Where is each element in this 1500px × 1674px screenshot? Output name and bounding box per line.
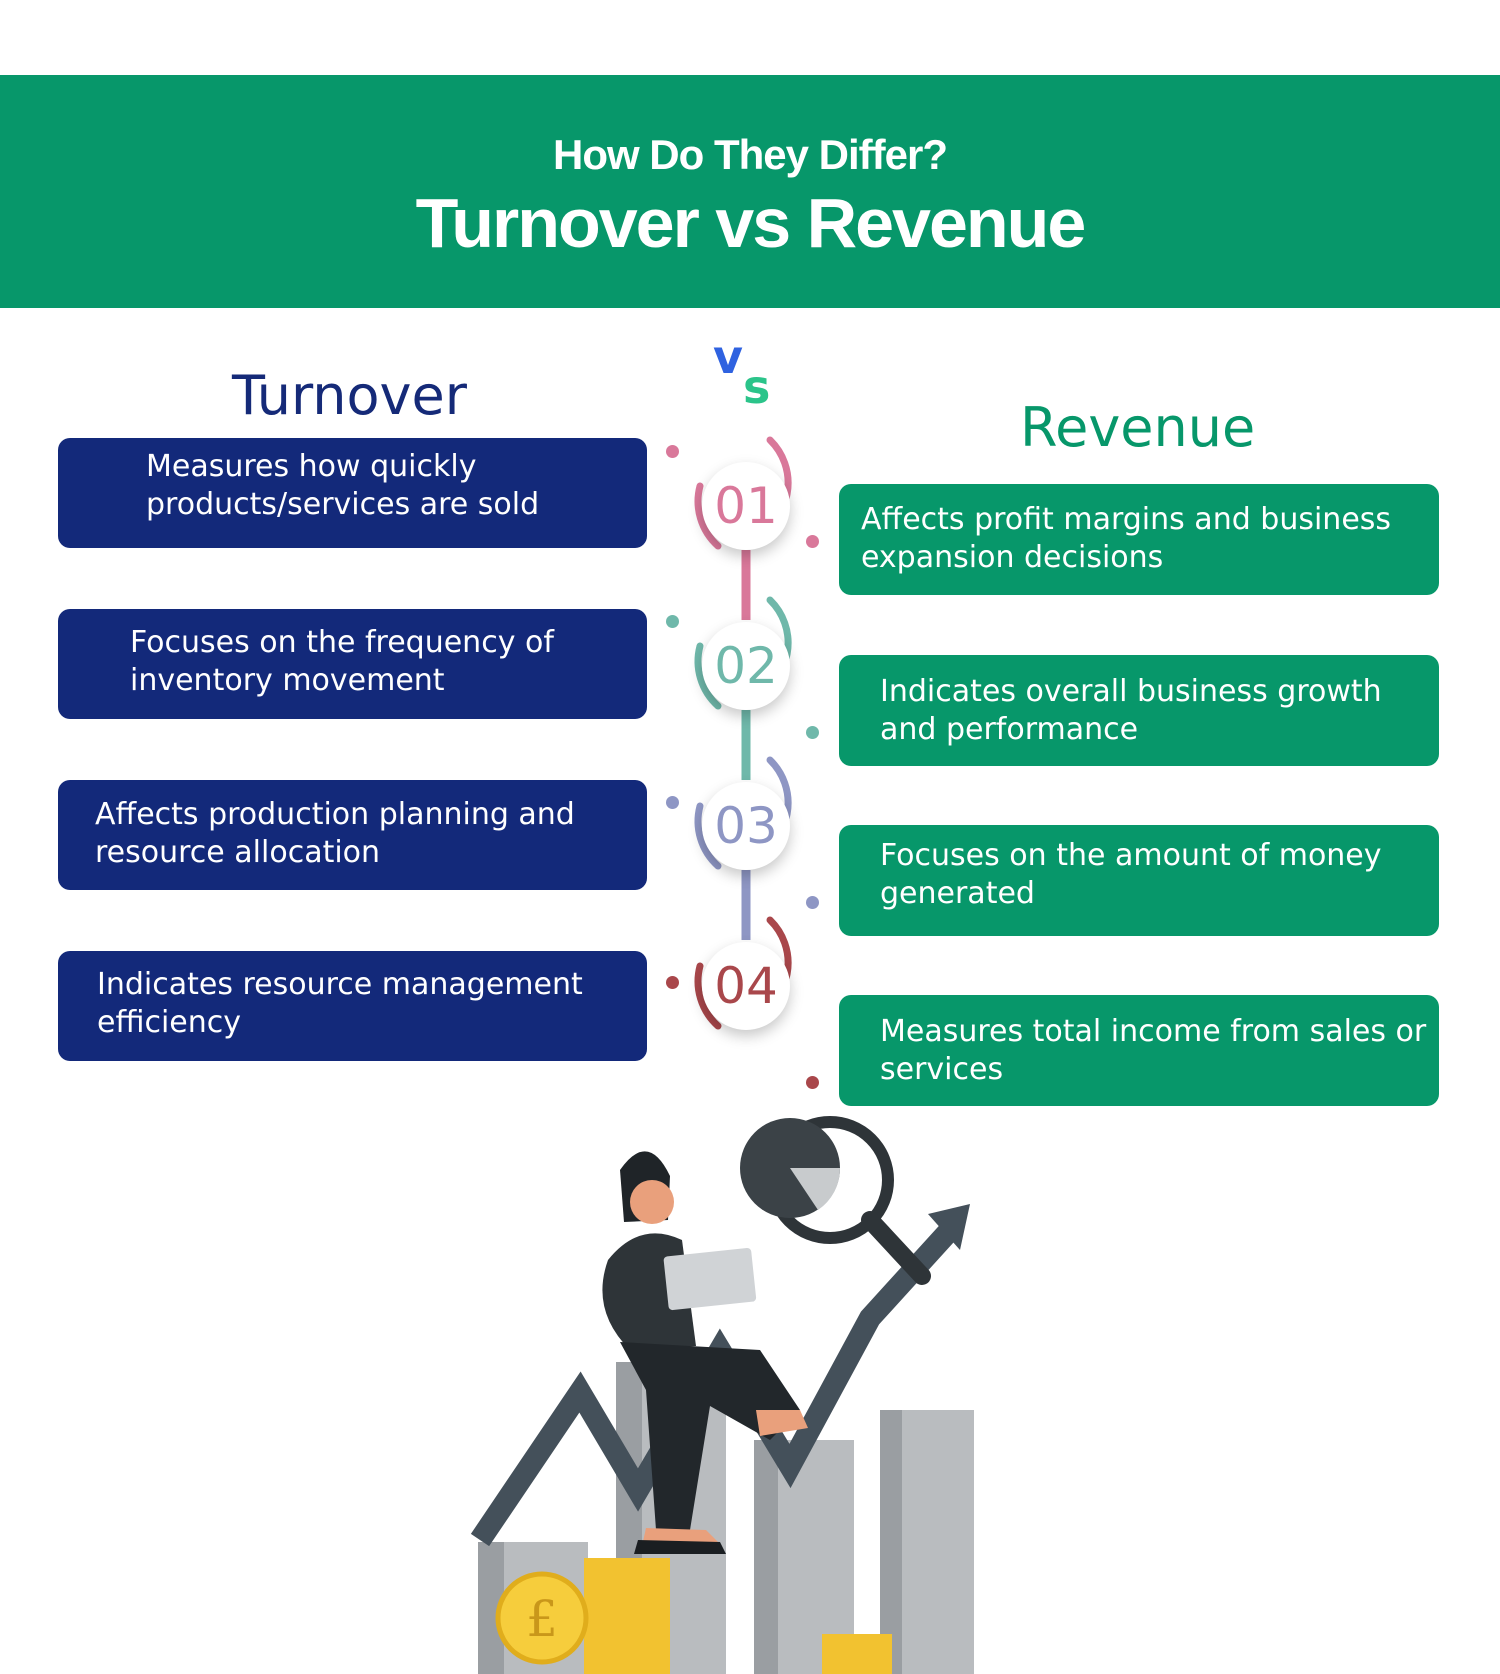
revenue-card-4: Measures total income from sales or serv…: [839, 995, 1439, 1106]
card-text-line: Indicates overall business growth: [880, 674, 1382, 709]
card-text-line: Affects profit margins and business: [861, 502, 1392, 537]
card-text-line: generated: [880, 876, 1035, 911]
revenue-card-2: Indicates overall business growth and pe…: [839, 655, 1439, 766]
turnover-card-3: Affects production planning and resource…: [58, 780, 647, 890]
card-text-line: services: [880, 1052, 1004, 1087]
pound-coin-symbol: £: [526, 1590, 558, 1648]
turnover-card-1: Measures how quickly products/services a…: [58, 438, 647, 548]
card-text-line: Measures total income from sales or: [880, 1014, 1427, 1049]
magnifier-pie-chart: [740, 1116, 931, 1285]
step-dot: [666, 796, 679, 809]
turnover-card-2: Focuses on the frequency of inventory mo…: [58, 609, 647, 719]
card-text-line: and performance: [880, 712, 1139, 747]
step-number-01: 01: [702, 462, 790, 550]
card-text-line: inventory movement: [130, 663, 445, 698]
header-banner: How Do They Differ? Turnover vs Revenue: [0, 75, 1500, 308]
step-dot: [806, 1076, 819, 1089]
revenue-card-3: Focuses on the amount of money generated: [839, 825, 1439, 936]
turnover-card-4: Indicates resource management efficiency: [58, 951, 647, 1061]
card-text-line: Measures how quickly: [146, 449, 477, 484]
card-text-line: Focuses on the frequency of: [130, 625, 554, 660]
step-dot: [806, 896, 819, 909]
card-text-line: Indicates resource management: [97, 967, 583, 1002]
step-number-04: 04: [702, 942, 790, 1030]
step-dot: [806, 726, 819, 739]
card-text-line: efficiency: [97, 1005, 242, 1040]
header-title: Turnover vs Revenue: [415, 184, 1087, 262]
revenue-card-1: Affects profit margins and business expa…: [839, 484, 1439, 595]
header-subtitle: How Do They Differ?: [552, 131, 948, 178]
card-text-line: products/services are sold: [146, 487, 540, 522]
arrow-head: [928, 1204, 970, 1250]
step-dot: [806, 535, 819, 548]
card-text-line: Affects production planning and: [95, 797, 575, 832]
revenue-heading: Revenue: [1020, 396, 1256, 459]
card-text-line: expansion decisions: [861, 540, 1164, 575]
step-dot: [666, 976, 679, 989]
coin-stacks: £: [495, 1558, 892, 1674]
vs-letter-s: s: [743, 360, 771, 414]
card-text-line: resource allocation: [95, 835, 381, 870]
vs-letter-v: v: [713, 330, 743, 384]
card-text-line: Focuses on the amount of money: [880, 838, 1382, 873]
step-dot: [666, 615, 679, 628]
turnover-heading: Turnover: [232, 364, 467, 427]
woman-figure: [602, 1151, 808, 1554]
step-number-03: 03: [702, 782, 790, 870]
step-number-02: 02: [702, 622, 790, 710]
business-growth-illustration: £: [470, 1116, 974, 1674]
step-dot: [666, 445, 679, 458]
